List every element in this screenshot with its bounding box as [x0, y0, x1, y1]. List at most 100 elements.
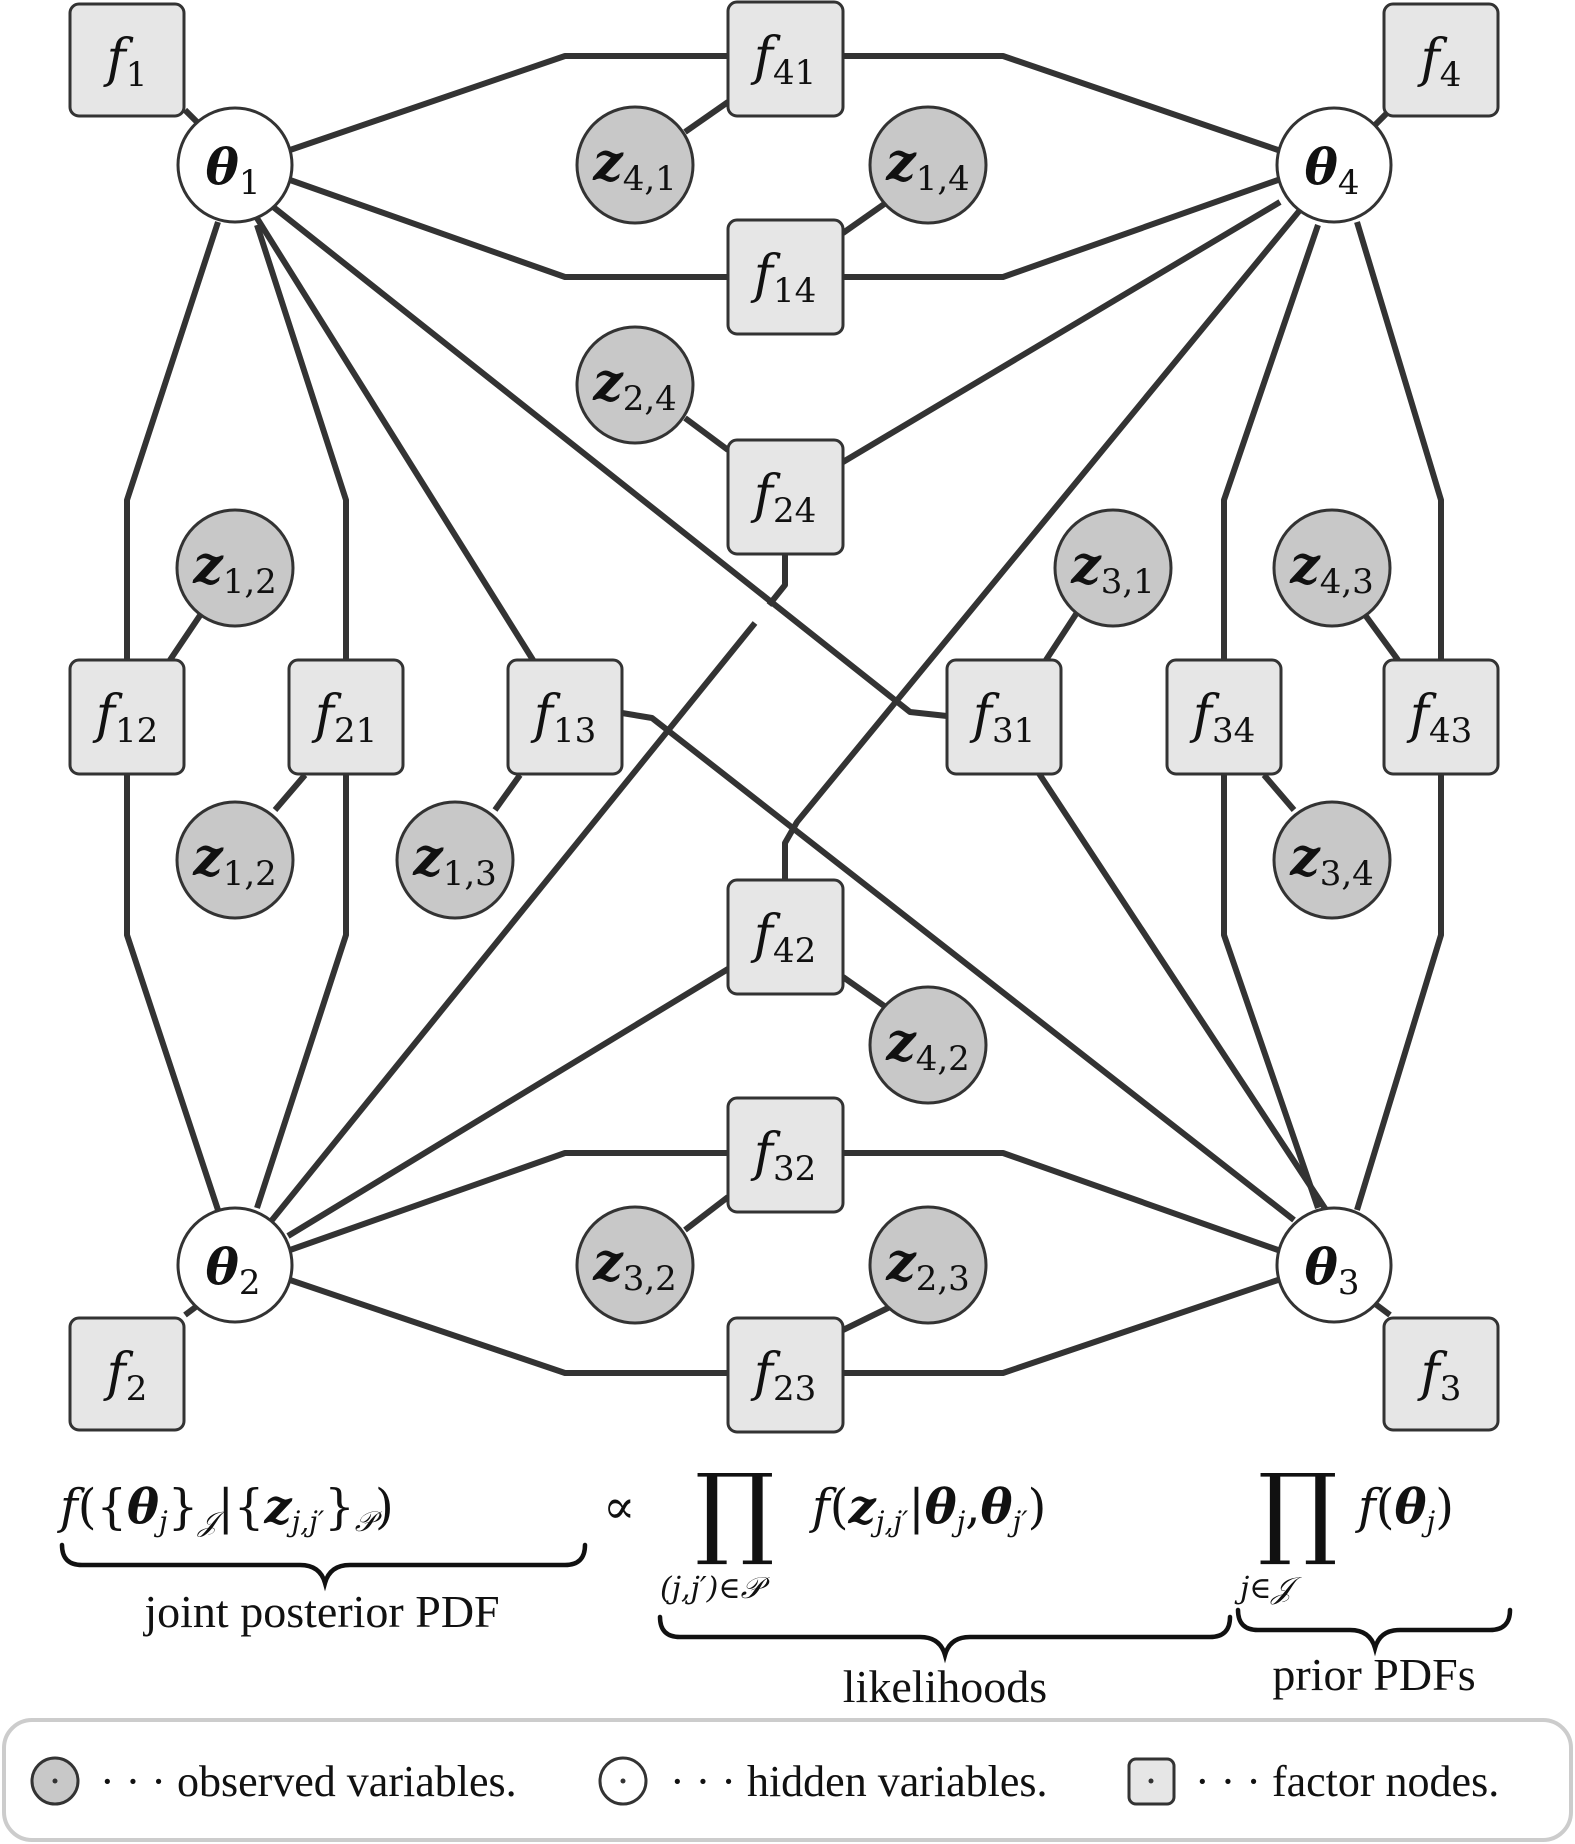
z-label: z2,3: [885, 1232, 970, 1299]
factor-box: [726, 0, 845, 118]
factor-f24: f24: [726, 438, 845, 556]
edge-theta1-f21: [254, 224, 349, 660]
edge-theta4-f24: [841, 199, 1282, 465]
node-z31: z3,1: [1053, 508, 1173, 628]
node-z13: z1,3: [395, 800, 515, 920]
factor-label: f12: [92, 685, 159, 751]
edge-z12b-f21: [272, 773, 308, 812]
z-label: z3,2: [592, 1232, 677, 1299]
node-z12-lower: z1,2: [175, 800, 295, 920]
factor-f41: f41: [726, 0, 845, 118]
z-label: z1,4: [885, 132, 970, 199]
observed-circle: [575, 1205, 695, 1325]
factor-box: [726, 1096, 845, 1214]
hidden-nodes: θ1 θ4 θ2 θ3: [176, 106, 1393, 1324]
observed-circle: [1272, 800, 1392, 920]
observed-circle: [868, 1205, 988, 1325]
factor-box: [1382, 658, 1500, 776]
factor-f21: f21: [287, 658, 405, 776]
factor-box: [945, 658, 1063, 776]
edge-z24-f24: [683, 415, 730, 453]
node-z41: z4,1: [575, 105, 695, 225]
likelihood-caption: likelihoods: [843, 1661, 1047, 1712]
node-z42: z4,2: [868, 985, 988, 1105]
edge-z41-f41: [683, 99, 730, 135]
posterior-caption: joint posterior PDF: [142, 1586, 499, 1637]
z-label: z4,2: [885, 1012, 970, 1079]
edge-f23-theta3: [843, 1277, 1279, 1376]
edge-f34-theta3: [1221, 775, 1321, 1209]
edges: [124, 53, 1444, 1376]
theta-label: θ2: [206, 1237, 261, 1303]
hidden-circle: [1275, 1206, 1393, 1324]
node-z23: z2,3: [868, 1205, 988, 1325]
factor-label: f13: [530, 685, 597, 751]
edge-f13-theta3: [621, 710, 1296, 1223]
edge-theta1-f12: [124, 221, 221, 660]
theta-label: θ3: [1305, 1237, 1360, 1303]
edge-f31-theta3: [1035, 770, 1337, 1224]
edge-theta1-f31: [270, 203, 948, 719]
hidden-circle: [1275, 106, 1393, 224]
theta-label: θ1: [206, 137, 261, 203]
node-z24: z2,4: [575, 325, 695, 445]
factor-box: [726, 878, 845, 996]
observed-circle: [395, 800, 515, 920]
edge-f24-theta2-lower: [265, 621, 758, 1227]
factor-f32: f32: [726, 1096, 845, 1214]
factor-f23: f23: [726, 1316, 845, 1434]
factor-f31: f31: [945, 658, 1063, 776]
edge-theta1-f13: [252, 213, 536, 662]
node-z12-upper: z1,2: [175, 508, 295, 628]
observed-circle: [1053, 508, 1173, 628]
legend-hidden-dot: [620, 1778, 626, 1784]
edge-f41-theta4: [843, 53, 1279, 153]
equation: f({θj}𝒥|{zj,j′}𝒫) ∝ ∏ (j,j′)∈𝒫 f(zj,j′|θ…: [57, 1452, 1513, 1712]
z-label: z1,2: [192, 535, 277, 602]
factor-box: [1382, 2, 1500, 118]
hidden-circle: [176, 1206, 294, 1324]
likelihood-product-symbol: ∏: [695, 1452, 775, 1569]
edge-theta2-f23: [289, 1277, 728, 1376]
factor-f4: f4: [1382, 2, 1500, 118]
legend-box: [2, 1718, 1573, 1842]
observed-circle: [868, 985, 988, 1105]
factor-box: [1382, 1316, 1500, 1432]
edge-theta4-f43: [1354, 221, 1444, 660]
legend-observed-text: · · · observed variables.: [100, 1757, 517, 1806]
edge-z32-f32: [683, 1194, 730, 1233]
prior-expression: f(θj): [1355, 1479, 1454, 1538]
theta-label: θ4: [1305, 137, 1360, 203]
factor-box: [287, 658, 405, 776]
edge-theta4-f42: [782, 208, 1303, 880]
edge-theta1-f41: [289, 53, 728, 153]
factor-f13: f13: [506, 658, 624, 776]
factor-box: [68, 1316, 186, 1432]
factor-box: [726, 1316, 845, 1434]
prior-caption: prior PDFs: [1272, 1649, 1475, 1700]
observed-circle: [175, 800, 295, 920]
z-label: z4,1: [592, 132, 677, 199]
edge-z34-f34: [1261, 773, 1297, 812]
legend-observed-dot: [52, 1778, 58, 1784]
node-theta2: θ2: [176, 1206, 294, 1324]
z-label: z4,3: [1289, 535, 1374, 602]
edge-theta4-f34: [1221, 224, 1321, 660]
factor-f1: f1: [68, 2, 186, 118]
observed-circle: [1272, 508, 1392, 628]
node-z34: z3,4: [1272, 800, 1392, 920]
edge-theta2-f32: [289, 1150, 728, 1253]
edge-z13-f13: [492, 773, 523, 812]
likelihood-brace: [657, 1614, 1233, 1664]
factor-f2: f2: [68, 1316, 186, 1432]
legend-factor-text: · · · factor nodes.: [1195, 1757, 1499, 1806]
factor-box: [506, 658, 624, 776]
z-label: z2,4: [592, 352, 677, 419]
hidden-circle: [176, 106, 294, 224]
observed-circle: [175, 508, 295, 628]
observed-nodes: z4,1 z1,4 z2,4 z1,2 z1,2 z1,3 z3,1 z4,3: [175, 105, 1392, 1325]
observed-circle: [868, 105, 988, 225]
prior-brace: [1235, 1607, 1513, 1657]
factor-label: f2: [103, 1343, 148, 1409]
